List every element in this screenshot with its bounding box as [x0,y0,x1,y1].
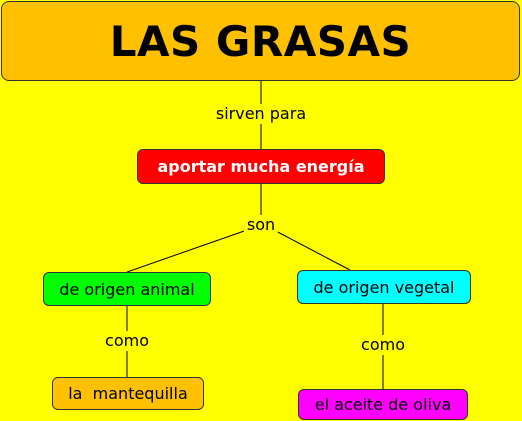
mantequilla-node: la mantequilla [52,377,204,410]
line-son-to-animal [126,228,251,273]
link-label-sirven-para: sirven para [212,104,310,124]
title-text: LAS GRASAS [109,16,412,66]
link-label-como-vegetal: como [358,335,408,355]
vegetal-origin-node: de origen vegetal [297,270,471,304]
energy-text: aportar mucha energía [157,157,365,176]
vegetal-origin-text: de origen vegetal [313,277,455,297]
link-label-como-animal: como [102,331,152,351]
mantequilla-text: la mantequilla [68,384,188,403]
link-label-son: son [243,215,279,235]
aceite-node: el aceite de oliva [298,389,468,420]
line-son-to-vegetal [271,228,351,271]
energy-node: aportar mucha energía [137,149,385,184]
aceite-text: el aceite de oliva [314,395,452,414]
animal-origin-text: de origen animal [59,279,195,299]
title-node: LAS GRASAS [1,1,520,81]
animal-origin-node: de origen animal [43,272,211,306]
